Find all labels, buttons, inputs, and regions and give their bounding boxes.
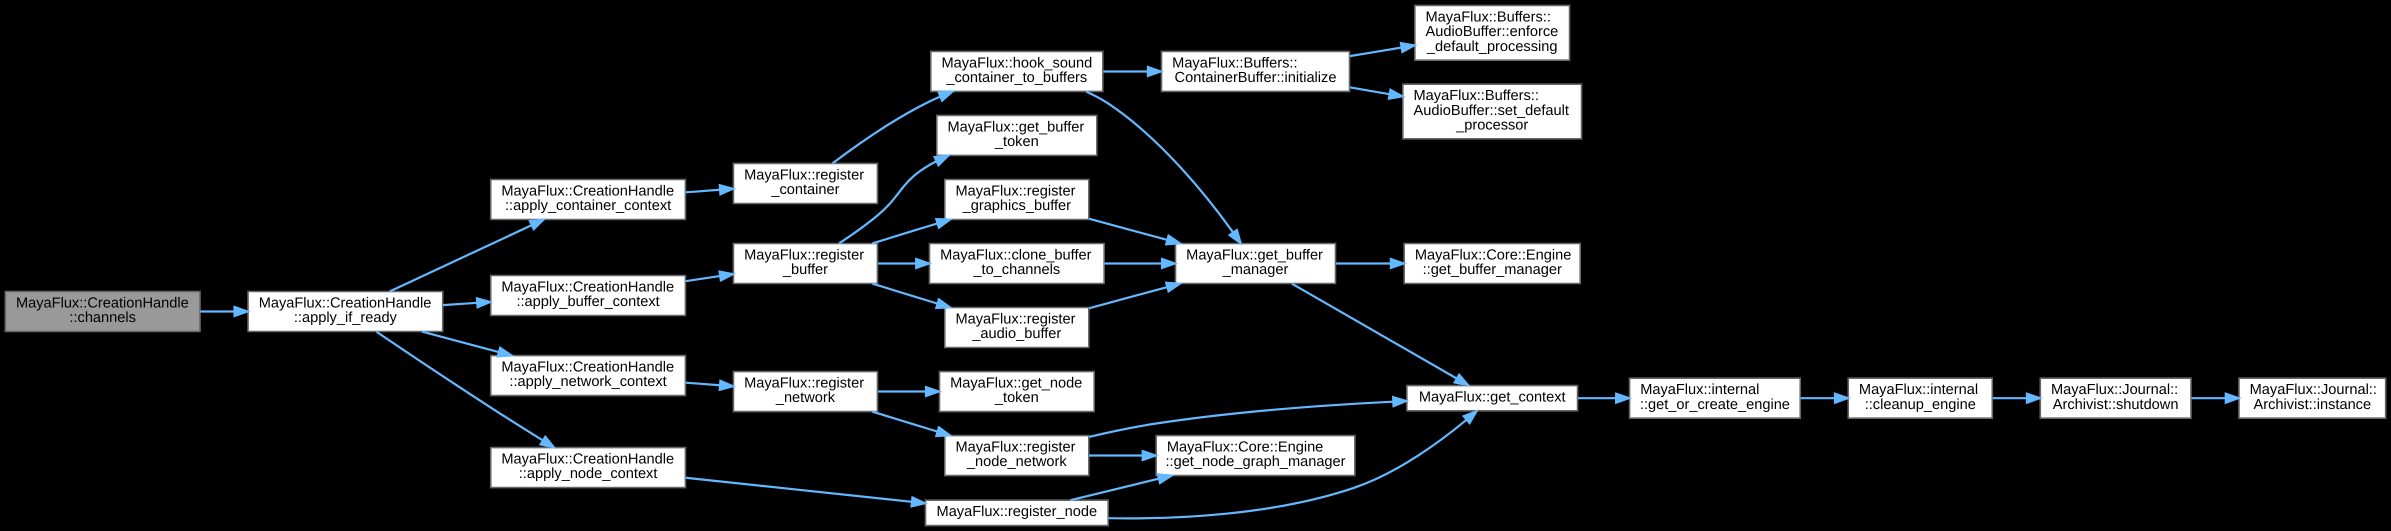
svg-text:MayaFlux::get_node: MayaFlux::get_node	[950, 376, 1082, 392]
svg-text:MayaFlux::internal: MayaFlux::internal	[1859, 382, 1978, 398]
svg-text:_node_network: _node_network	[966, 454, 1068, 470]
svg-text:MayaFlux::CreationHandle: MayaFlux::CreationHandle	[16, 296, 189, 312]
svg-text:MayaFlux::Journal::: MayaFlux::Journal::	[2051, 382, 2178, 398]
svg-text:MayaFlux::get_buffer: MayaFlux::get_buffer	[1186, 247, 1323, 263]
svg-text:MayaFlux::Buffers::: MayaFlux::Buffers::	[1426, 9, 1551, 25]
svg-text:MayaFlux::get_buffer: MayaFlux::get_buffer	[947, 119, 1084, 135]
svg-text:MayaFlux::Buffers::: MayaFlux::Buffers::	[1414, 88, 1539, 104]
svg-text:::apply_node_context: ::apply_node_context	[519, 466, 658, 482]
svg-text:_buffer: _buffer	[782, 262, 829, 278]
svg-text:AudioBuffer::enforce: AudioBuffer::enforce	[1426, 24, 1559, 40]
svg-text:::apply_buffer_context: ::apply_buffer_context	[516, 294, 659, 310]
svg-text:MayaFlux::Core::Engine: MayaFlux::Core::Engine	[1415, 247, 1571, 263]
svg-text:_token: _token	[994, 134, 1039, 150]
svg-text:MayaFlux::register: MayaFlux::register	[744, 167, 864, 183]
svg-text:MayaFlux::register: MayaFlux::register	[955, 183, 1075, 199]
svg-text:Archivist::shutdown: Archivist::shutdown	[2053, 397, 2179, 413]
svg-text:MayaFlux::register_node: MayaFlux::register_node	[937, 504, 1098, 520]
svg-text:_processor: _processor	[1455, 117, 1529, 133]
svg-text:::get_node_graph_manager: ::get_node_graph_manager	[1165, 454, 1346, 470]
svg-text:MayaFlux::internal: MayaFlux::internal	[1640, 382, 1759, 398]
svg-text:::apply_container_context: ::apply_container_context	[505, 198, 671, 214]
svg-text:MayaFlux::clone_buffer: MayaFlux::clone_buffer	[940, 247, 1092, 263]
svg-text:::cleanup_engine: ::cleanup_engine	[1865, 397, 1976, 413]
svg-text:::get_buffer_manager: ::get_buffer_manager	[1423, 262, 1563, 278]
svg-text:MayaFlux::Core::Engine: MayaFlux::Core::Engine	[1167, 440, 1323, 456]
svg-text:_token: _token	[994, 390, 1039, 406]
svg-text:::get_or_create_engine: ::get_or_create_engine	[1640, 397, 1790, 413]
svg-text:_container_to_buffers: _container_to_buffers	[945, 70, 1088, 86]
svg-text:::apply_network_context: ::apply_network_context	[509, 374, 666, 390]
svg-text:MayaFlux::CreationHandle: MayaFlux::CreationHandle	[501, 280, 674, 296]
svg-text:Archivist::instance: Archivist::instance	[2254, 397, 2372, 413]
svg-text:MayaFlux::register: MayaFlux::register	[744, 376, 864, 392]
svg-text:::apply_if_ready: ::apply_if_ready	[294, 310, 398, 326]
svg-text:ContainerBuffer::initialize: ContainerBuffer::initialize	[1175, 70, 1337, 86]
svg-text:_audio_buffer: _audio_buffer	[971, 326, 1062, 342]
svg-text:MayaFlux::hook_sound: MayaFlux::hook_sound	[941, 55, 1092, 71]
svg-text:MayaFlux::CreationHandle: MayaFlux::CreationHandle	[501, 452, 674, 468]
svg-text:MayaFlux::Journal::: MayaFlux::Journal::	[2250, 382, 2377, 398]
svg-text:MayaFlux::register: MayaFlux::register	[955, 440, 1075, 456]
svg-text:_container: _container	[770, 182, 840, 198]
svg-text:_to_channels: _to_channels	[972, 262, 1061, 278]
svg-text:MayaFlux::register: MayaFlux::register	[744, 247, 864, 263]
svg-text:::channels: ::channels	[69, 310, 136, 326]
svg-text:MayaFlux::CreationHandle: MayaFlux::CreationHandle	[501, 183, 674, 199]
svg-text:_manager: _manager	[1221, 262, 1288, 278]
svg-text:_default_processing: _default_processing	[1426, 39, 1558, 55]
svg-text:MayaFlux::Buffers::: MayaFlux::Buffers::	[1172, 55, 1297, 71]
svg-text:MayaFlux::register: MayaFlux::register	[955, 312, 1075, 328]
svg-text:MayaFlux::get_context: MayaFlux::get_context	[1419, 390, 1566, 406]
svg-text:_graphics_buffer: _graphics_buffer	[961, 198, 1071, 214]
svg-text:MayaFlux::CreationHandle: MayaFlux::CreationHandle	[501, 360, 674, 376]
svg-text:_network: _network	[775, 390, 836, 406]
svg-text:AudioBuffer::set_default: AudioBuffer::set_default	[1414, 103, 1569, 119]
svg-text:MayaFlux::CreationHandle: MayaFlux::CreationHandle	[259, 296, 432, 312]
